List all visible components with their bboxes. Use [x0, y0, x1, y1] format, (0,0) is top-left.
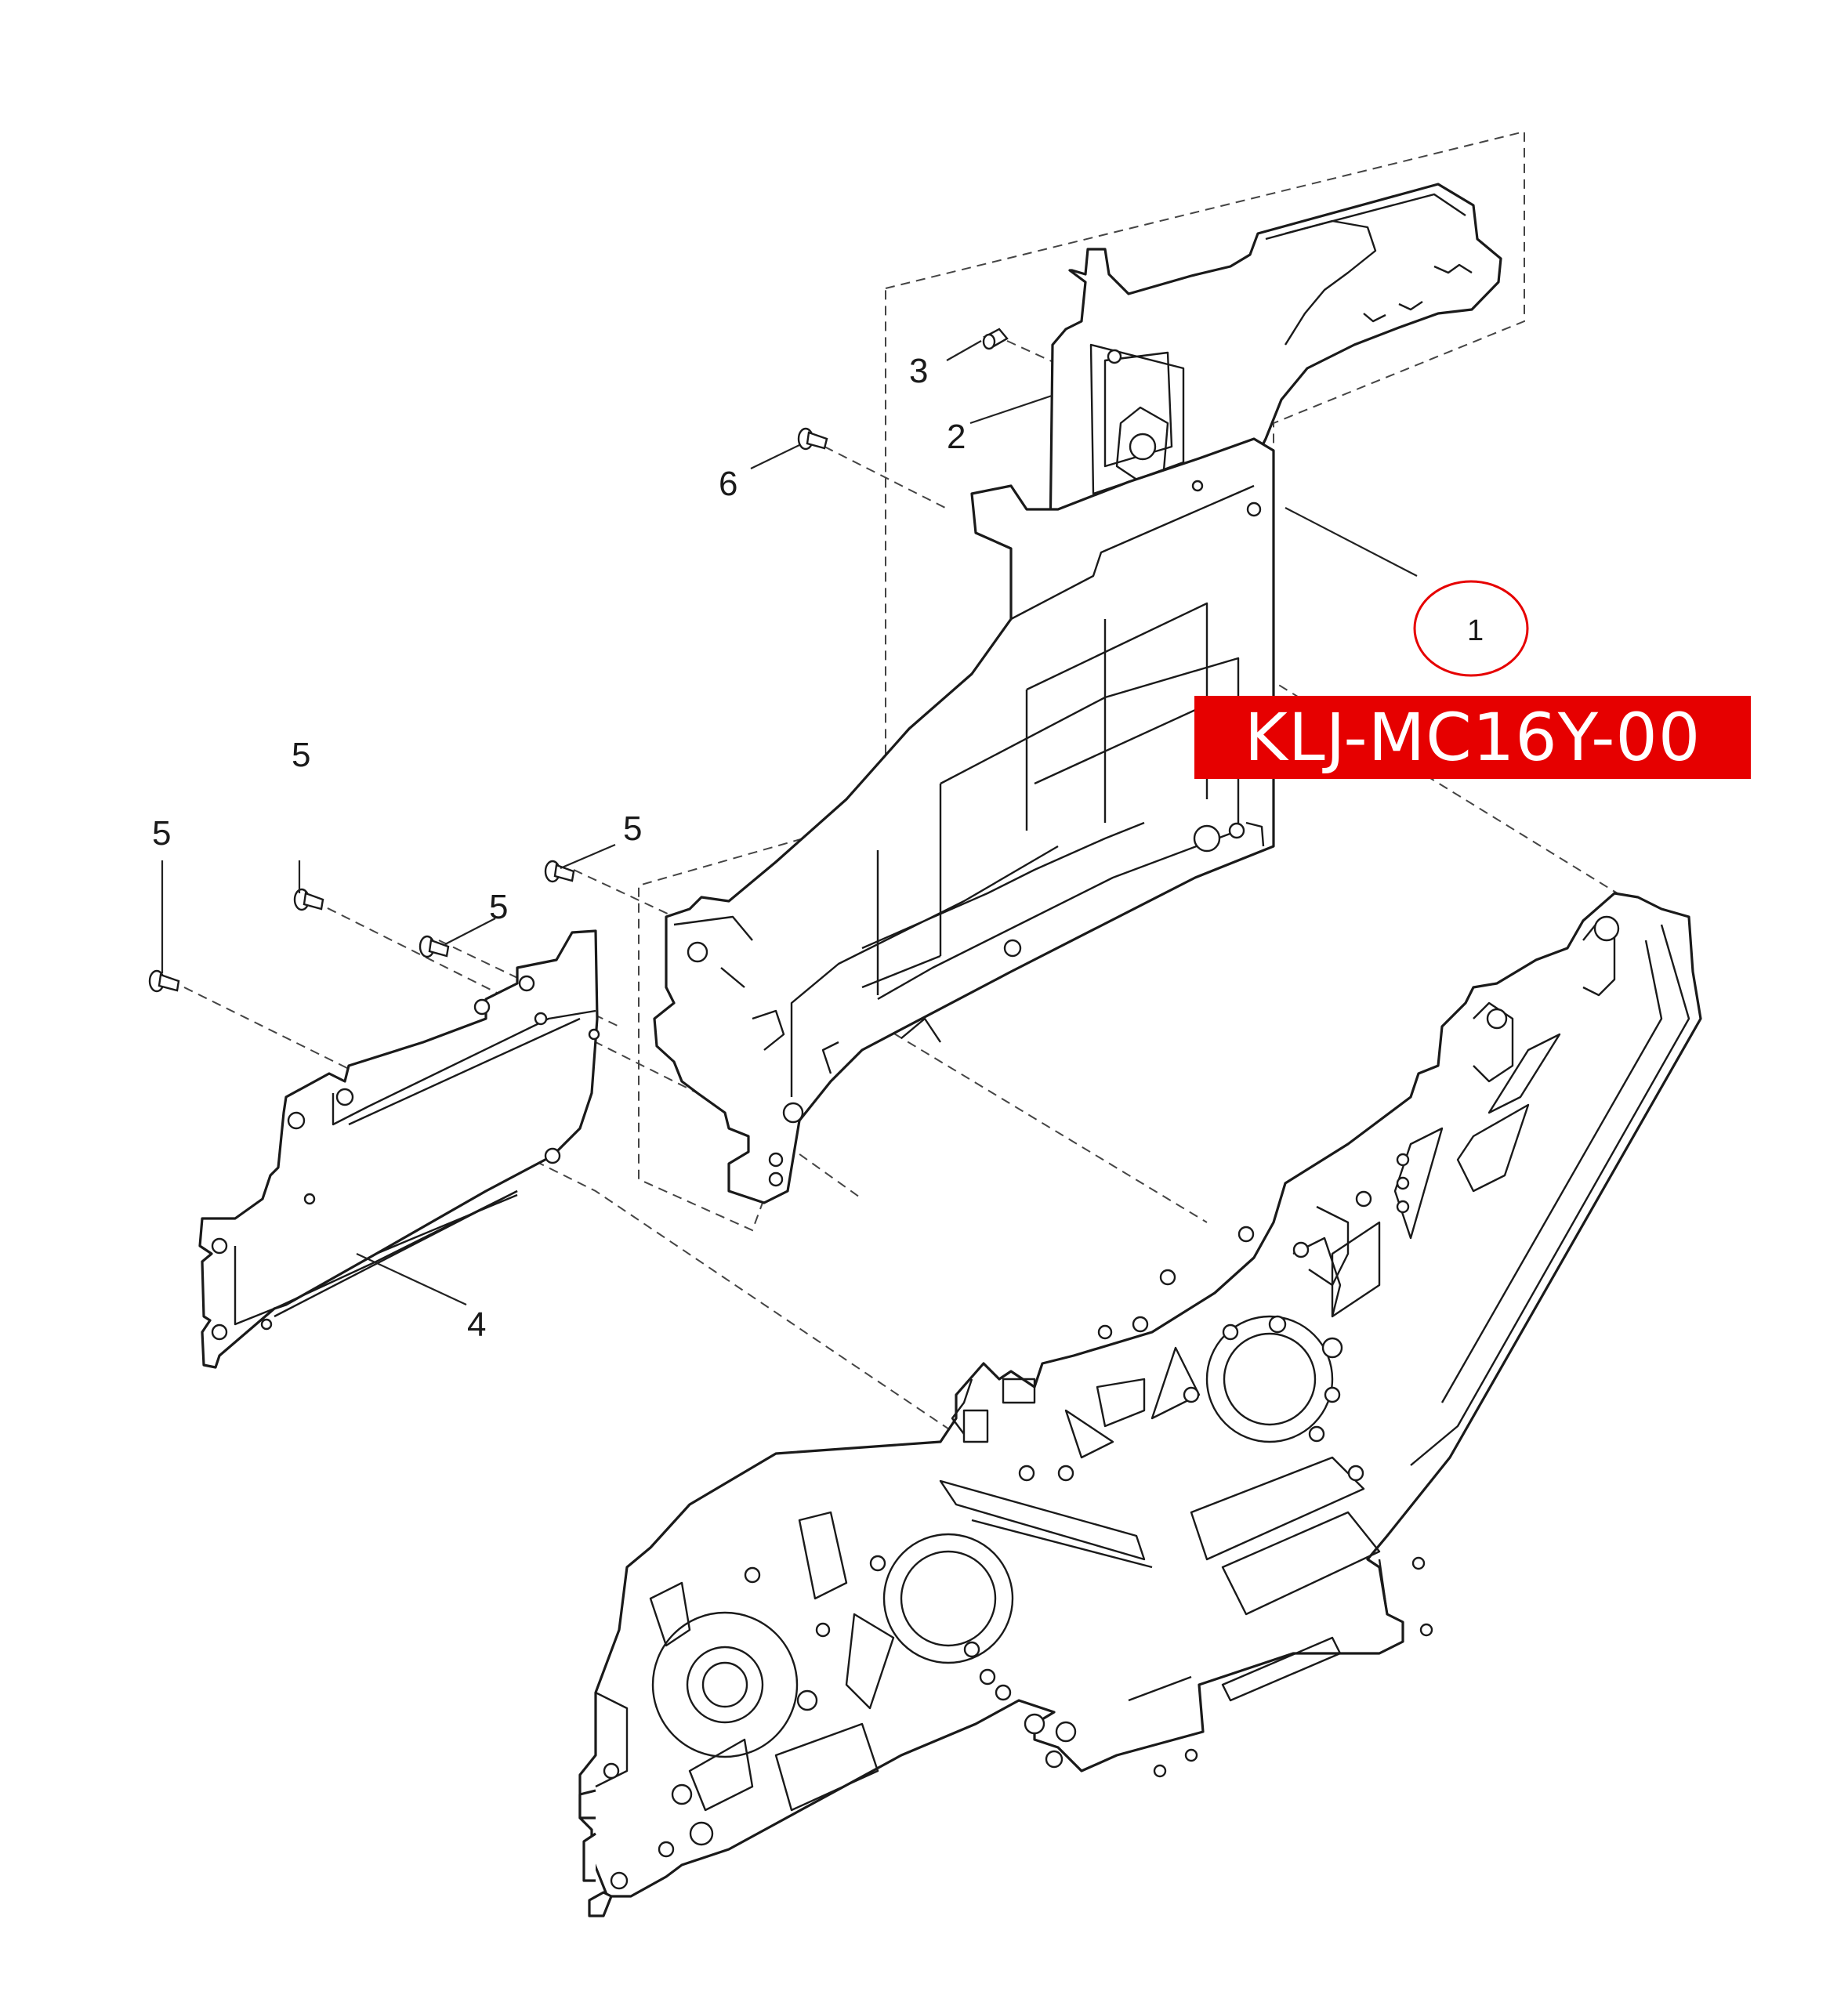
callout-1: 1	[1467, 614, 1484, 647]
callout-2: 2	[947, 418, 966, 456]
callout-4: 4	[467, 1305, 486, 1344]
callout-5-b: 5	[152, 814, 171, 853]
side-frame-part-1	[653, 437, 1275, 1204]
part-code-banner: KLJ-MC16Y-00	[1194, 696, 1751, 779]
base-rail-assembly	[578, 892, 1702, 1917]
subassembly-boundary	[638, 130, 1525, 1232]
cover-plate-part-4	[198, 929, 600, 1369]
screw-part-6	[797, 427, 828, 451]
screw-part-5-b	[293, 888, 324, 911]
callout-5-a: 5	[292, 736, 310, 774]
callout-3: 3	[909, 352, 928, 390]
callout-5-c: 5	[489, 888, 508, 926]
screw-part-5-d	[148, 969, 180, 993]
screw-part-5-c	[419, 935, 450, 958]
screw-part-5-a	[544, 860, 575, 883]
callout-5-d: 5	[623, 809, 642, 848]
leader-lines	[161, 340, 1418, 1305]
screw-part-3	[982, 328, 1009, 350]
callout-6: 6	[719, 465, 737, 503]
highlight-circle	[1413, 580, 1529, 677]
